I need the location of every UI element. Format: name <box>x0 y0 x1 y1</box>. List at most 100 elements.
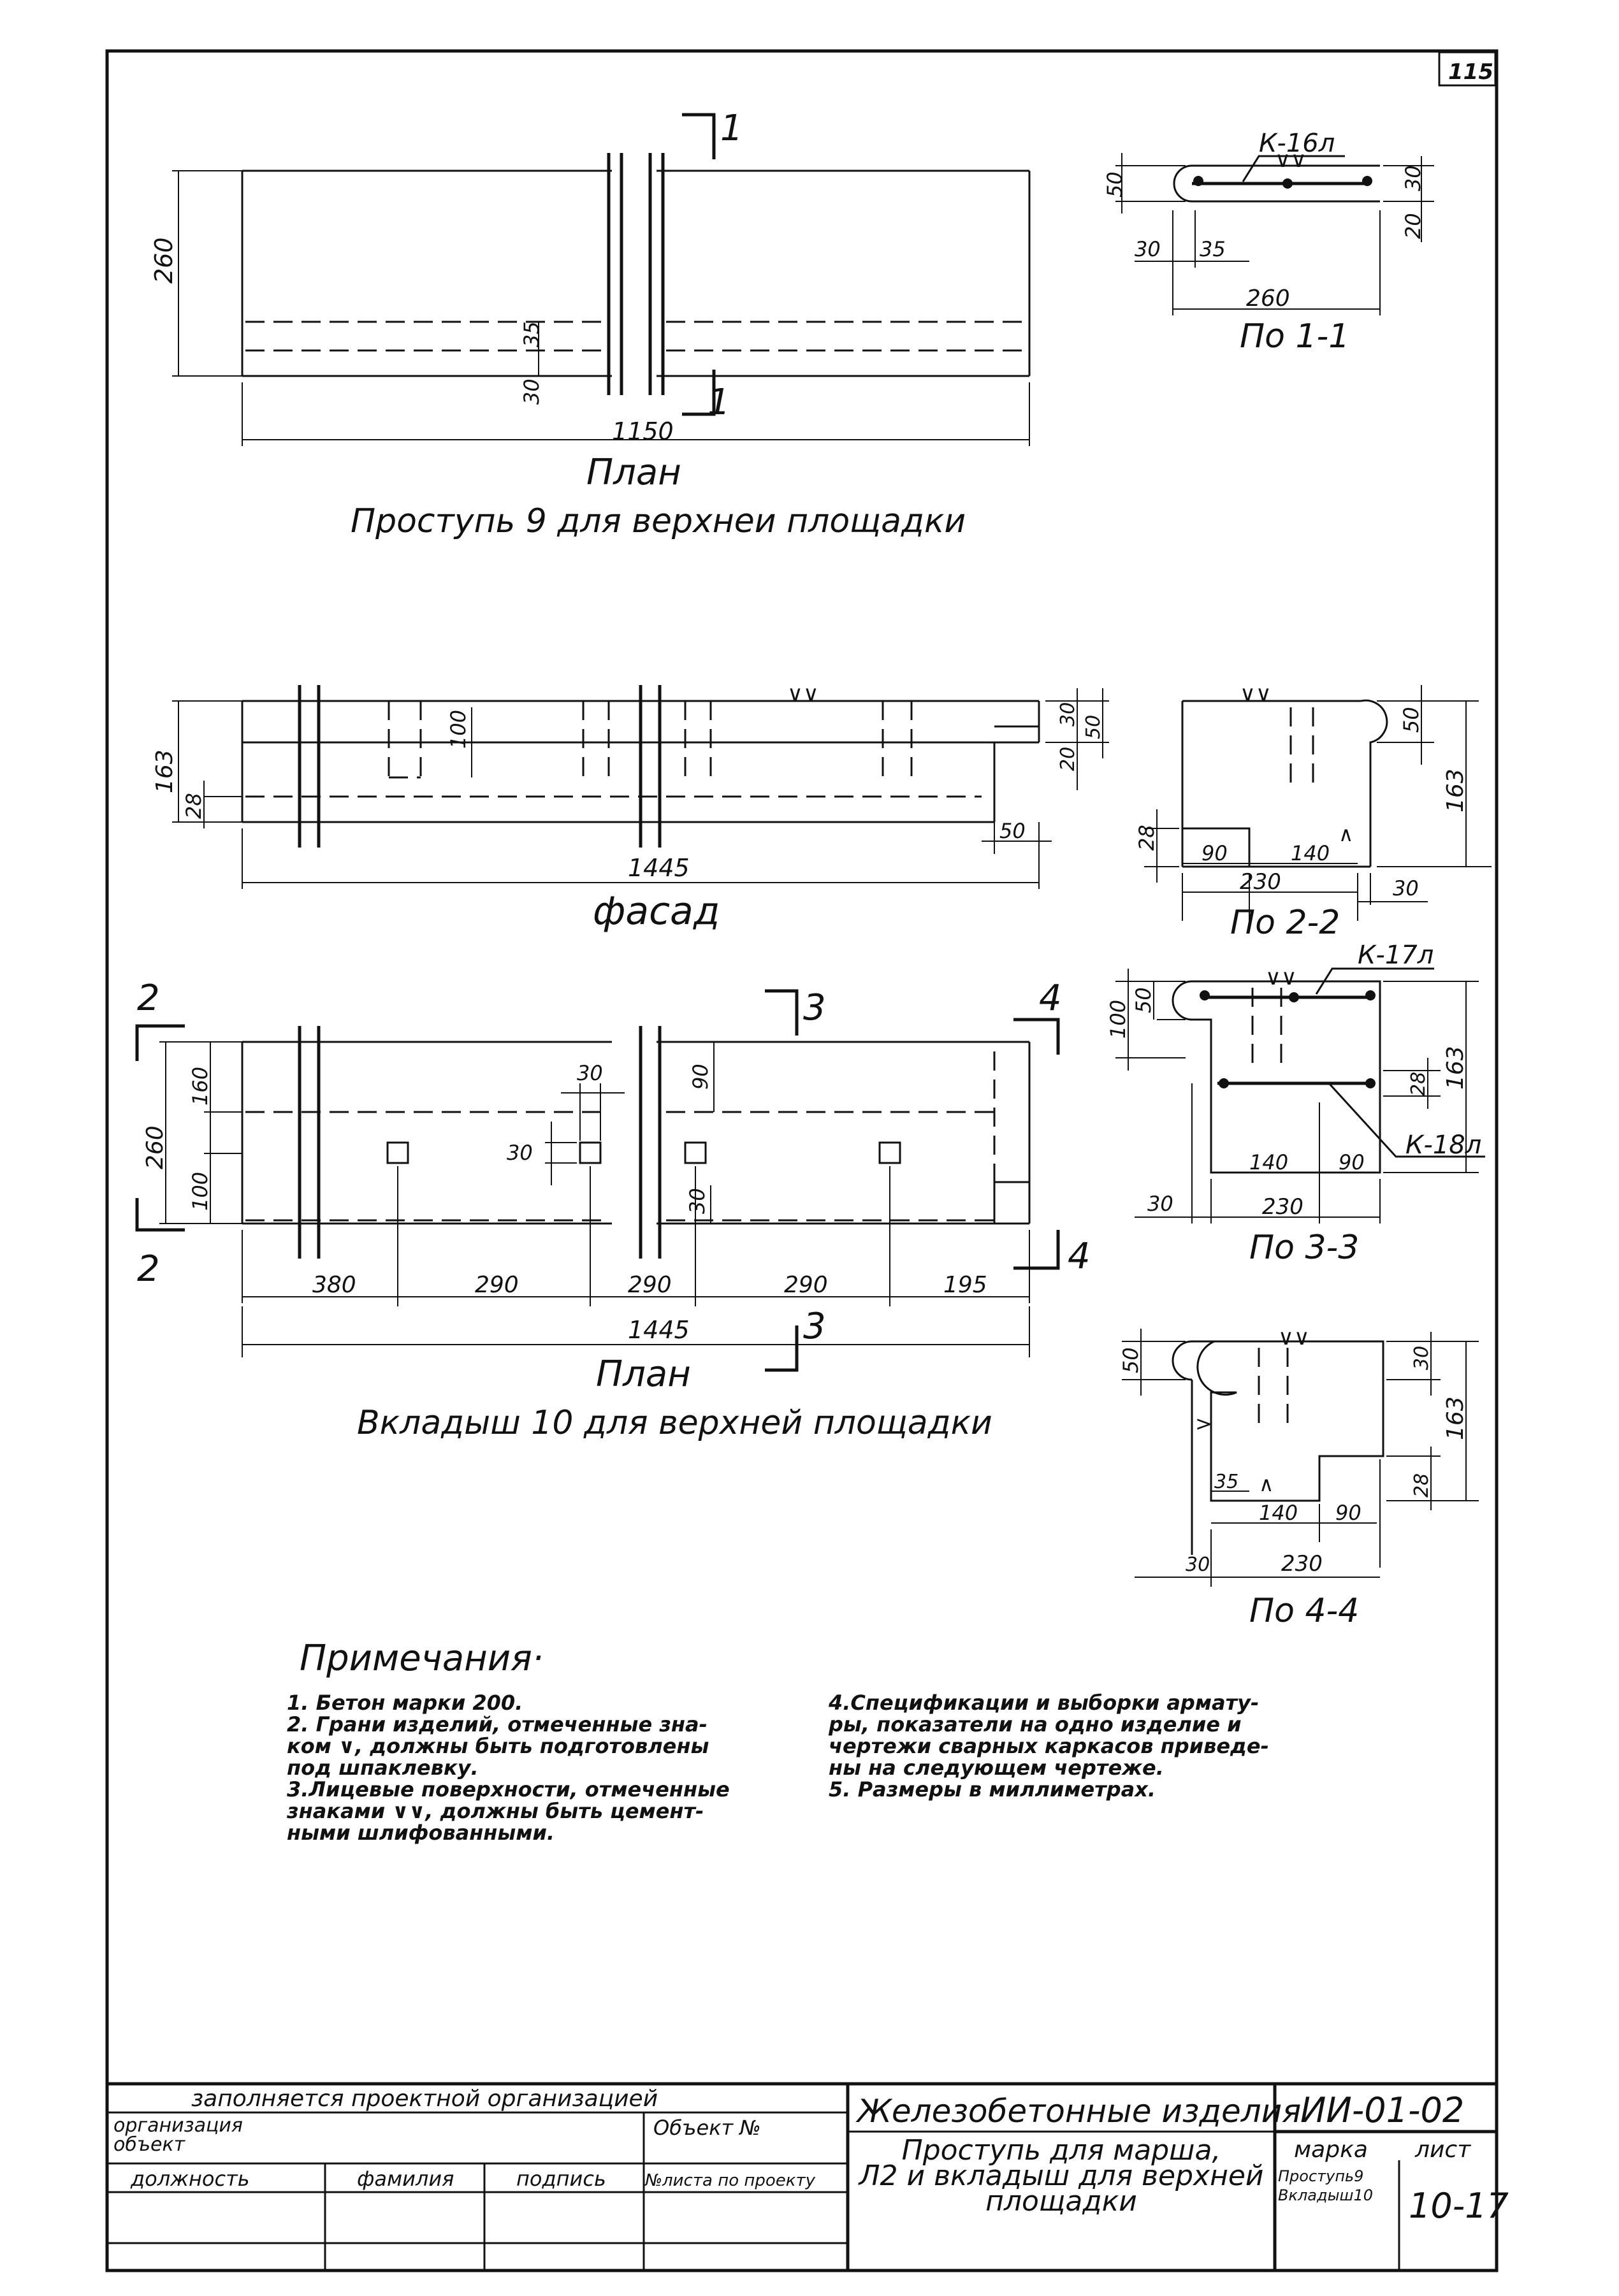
plan1-dim-35: 35 <box>519 321 544 347</box>
dowel-4 <box>878 1141 901 1164</box>
facade-dim-163: 163 <box>152 749 178 793</box>
tb-series-code: ИИ-01-02 <box>1300 2090 1464 2130</box>
sec33-dim-90: 90 <box>1339 1150 1365 1174</box>
tb-organization: организация <box>113 2114 243 2137</box>
facade-dim-30: 30 <box>1057 702 1079 726</box>
sec44-dim-30: 30 <box>1411 1346 1433 1370</box>
tb-signature: подпись <box>516 2167 606 2191</box>
sec44-tick-bottom: ∧ <box>1259 1472 1274 1496</box>
sec44-dim-50: 50 <box>1119 1347 1143 1373</box>
plan2-mark-2-top: 2 <box>137 978 160 1019</box>
plan2-dim-195: 195 <box>943 1272 987 1298</box>
dowel-2 <box>579 1141 602 1164</box>
facade-title: фасад <box>593 889 720 934</box>
plan2-mark-3-bottom: 3 <box>803 1306 826 1347</box>
facade-finish-mark: ∨∨ <box>787 681 819 707</box>
tb-series-title: Железобетонные изделия <box>855 2093 1301 2130</box>
facade-dim-28: 28 <box>182 793 206 819</box>
sec44-title: По 4-4 <box>1249 1592 1359 1630</box>
sec11-dim-30: 30 <box>1401 165 1425 191</box>
plan2-dim-90: 90 <box>688 1064 713 1090</box>
section-1-1-view: К-16л ∨∨ 50 30 20 30 35 260 По 1-1 <box>1103 129 1434 356</box>
facade-dim-100: 100 <box>446 710 470 749</box>
plan2-title: План <box>596 1354 691 1395</box>
plan1-dim-30: 30 <box>519 379 544 405</box>
plan2-dim-30b: 30 <box>507 1141 533 1165</box>
plan2-mark-4-top: 4 <box>1039 978 1062 1019</box>
sec44-dim-90: 90 <box>1335 1501 1361 1525</box>
facade-dim-20: 20 <box>1057 747 1079 771</box>
plan2-dim-290c: 290 <box>784 1272 828 1298</box>
plan2-dim-260: 260 <box>142 1125 168 1169</box>
sec22-title: По 2-2 <box>1230 904 1340 942</box>
tb-object-no: Объект № <box>653 2116 761 2140</box>
sec44-dim-230: 230 <box>1281 1551 1323 1577</box>
sec11-dim-50: 50 <box>1103 171 1127 198</box>
sec11-dim-20: 20 <box>1401 213 1425 239</box>
sec44-tick-left: > <box>1195 1412 1212 1436</box>
tb-sheet-no: №листа по проекту <box>644 2171 816 2190</box>
plan2-dim-100: 100 <box>188 1172 212 1211</box>
sec22-tick: ∧ <box>1339 822 1353 846</box>
plan2-view: 260 160 100 30 30 90 30 380 290 290 290 … <box>135 978 1091 1442</box>
sec22-dim-28: 28 <box>1135 825 1159 851</box>
title-block: заполняется проектной организацией орган… <box>107 2082 1509 2271</box>
sec33-title: По 3-3 <box>1249 1229 1359 1267</box>
sec44-dim-163: 163 <box>1442 1396 1469 1440</box>
sec22-dim-90: 90 <box>1202 841 1228 865</box>
tb-sheet-label: лист <box>1414 2137 1471 2163</box>
plan2-mark-3-top: 3 <box>803 987 826 1029</box>
sec22-dim-163: 163 <box>1442 769 1469 812</box>
plan1-section-mark-bottom: 1 <box>708 382 730 423</box>
plan2-dim-290a: 290 <box>475 1272 519 1298</box>
sec44-dim-30b: 30 <box>1186 1554 1210 1576</box>
section-3-3-view: К-17л К-18л ∨∨ 100 50 163 28 140 90 30 2… <box>1106 941 1485 1267</box>
sec11-title: По 1-1 <box>1240 317 1349 356</box>
plan2-dim-1445: 1445 <box>628 1316 690 1344</box>
sec33-dim-50: 50 <box>1131 987 1156 1013</box>
sec11-dim-30b: 30 <box>1135 237 1161 261</box>
sec44-dim-28: 28 <box>1411 1473 1433 1498</box>
plan2-dim-160: 160 <box>188 1067 212 1106</box>
notes-heading: Примечания· <box>300 1638 544 1679</box>
sec33-dim-230: 230 <box>1262 1194 1303 1220</box>
facade-dim-1445: 1445 <box>628 854 690 882</box>
plan2-dim-380: 380 <box>312 1272 356 1298</box>
sheet-frame <box>105 49 1499 2272</box>
facade-view: ∨∨ 163 28 100 30 50 20 50 1445 фасад <box>152 681 1109 934</box>
sec22-dim-30: 30 <box>1393 876 1419 900</box>
plan1-dim-1150: 1150 <box>612 417 674 445</box>
sec33-dim-163: 163 <box>1442 1046 1469 1090</box>
sec33-finish-mark: ∨∨ <box>1265 965 1297 990</box>
tb-sheet-value: 10-17 <box>1409 2186 1509 2226</box>
plan2-mark-2-bottom: 2 <box>137 1248 160 1290</box>
plan1-section-mark-top: 1 <box>720 108 743 149</box>
plan2-dim-290b: 290 <box>628 1272 672 1298</box>
tb-mark-label: марка <box>1294 2137 1368 2163</box>
sec11-dim-260: 260 <box>1246 285 1290 312</box>
sec33-dim-140: 140 <box>1249 1150 1288 1174</box>
tb-object: объект <box>113 2134 186 2156</box>
notes-column-1: 1. Бетон марки 200. 2. Грани изделий, от… <box>287 1691 730 1845</box>
sec33-dim-28: 28 <box>1407 1072 1430 1096</box>
sec11-dim-35: 35 <box>1200 237 1226 261</box>
plan1-view: 260 35 30 1150 1 1 План Проступь 9 для в… <box>150 108 1031 540</box>
facade-dim-50a: 50 <box>1082 715 1105 739</box>
plan1-title: План <box>586 452 681 493</box>
page-number: 115 <box>1448 59 1493 85</box>
sec33-rebar-top: К-17л <box>1358 941 1434 970</box>
tb-filled-by: заполняется проектной организацией <box>191 2086 658 2112</box>
sec22-dim-230: 230 <box>1240 869 1281 895</box>
tb-position: должность <box>130 2167 250 2191</box>
sec33-dim-100: 100 <box>1106 1000 1130 1039</box>
plan2-dim-30c: 30 <box>685 1188 709 1214</box>
sec33-dim-30: 30 <box>1147 1192 1173 1216</box>
plan1-dim-260: 260 <box>150 237 178 284</box>
facade-dim-50b: 50 <box>999 819 1026 843</box>
sec44-finish-mark: ∨∨ <box>1278 1325 1310 1350</box>
plan2-dim-30a: 30 <box>577 1061 603 1085</box>
sec44-dim-35: 35 <box>1214 1471 1238 1493</box>
notes-column-2: 4.Спецификации и выборки армату- ры, пок… <box>829 1691 1269 1801</box>
sec22-dim-140: 140 <box>1291 841 1330 865</box>
